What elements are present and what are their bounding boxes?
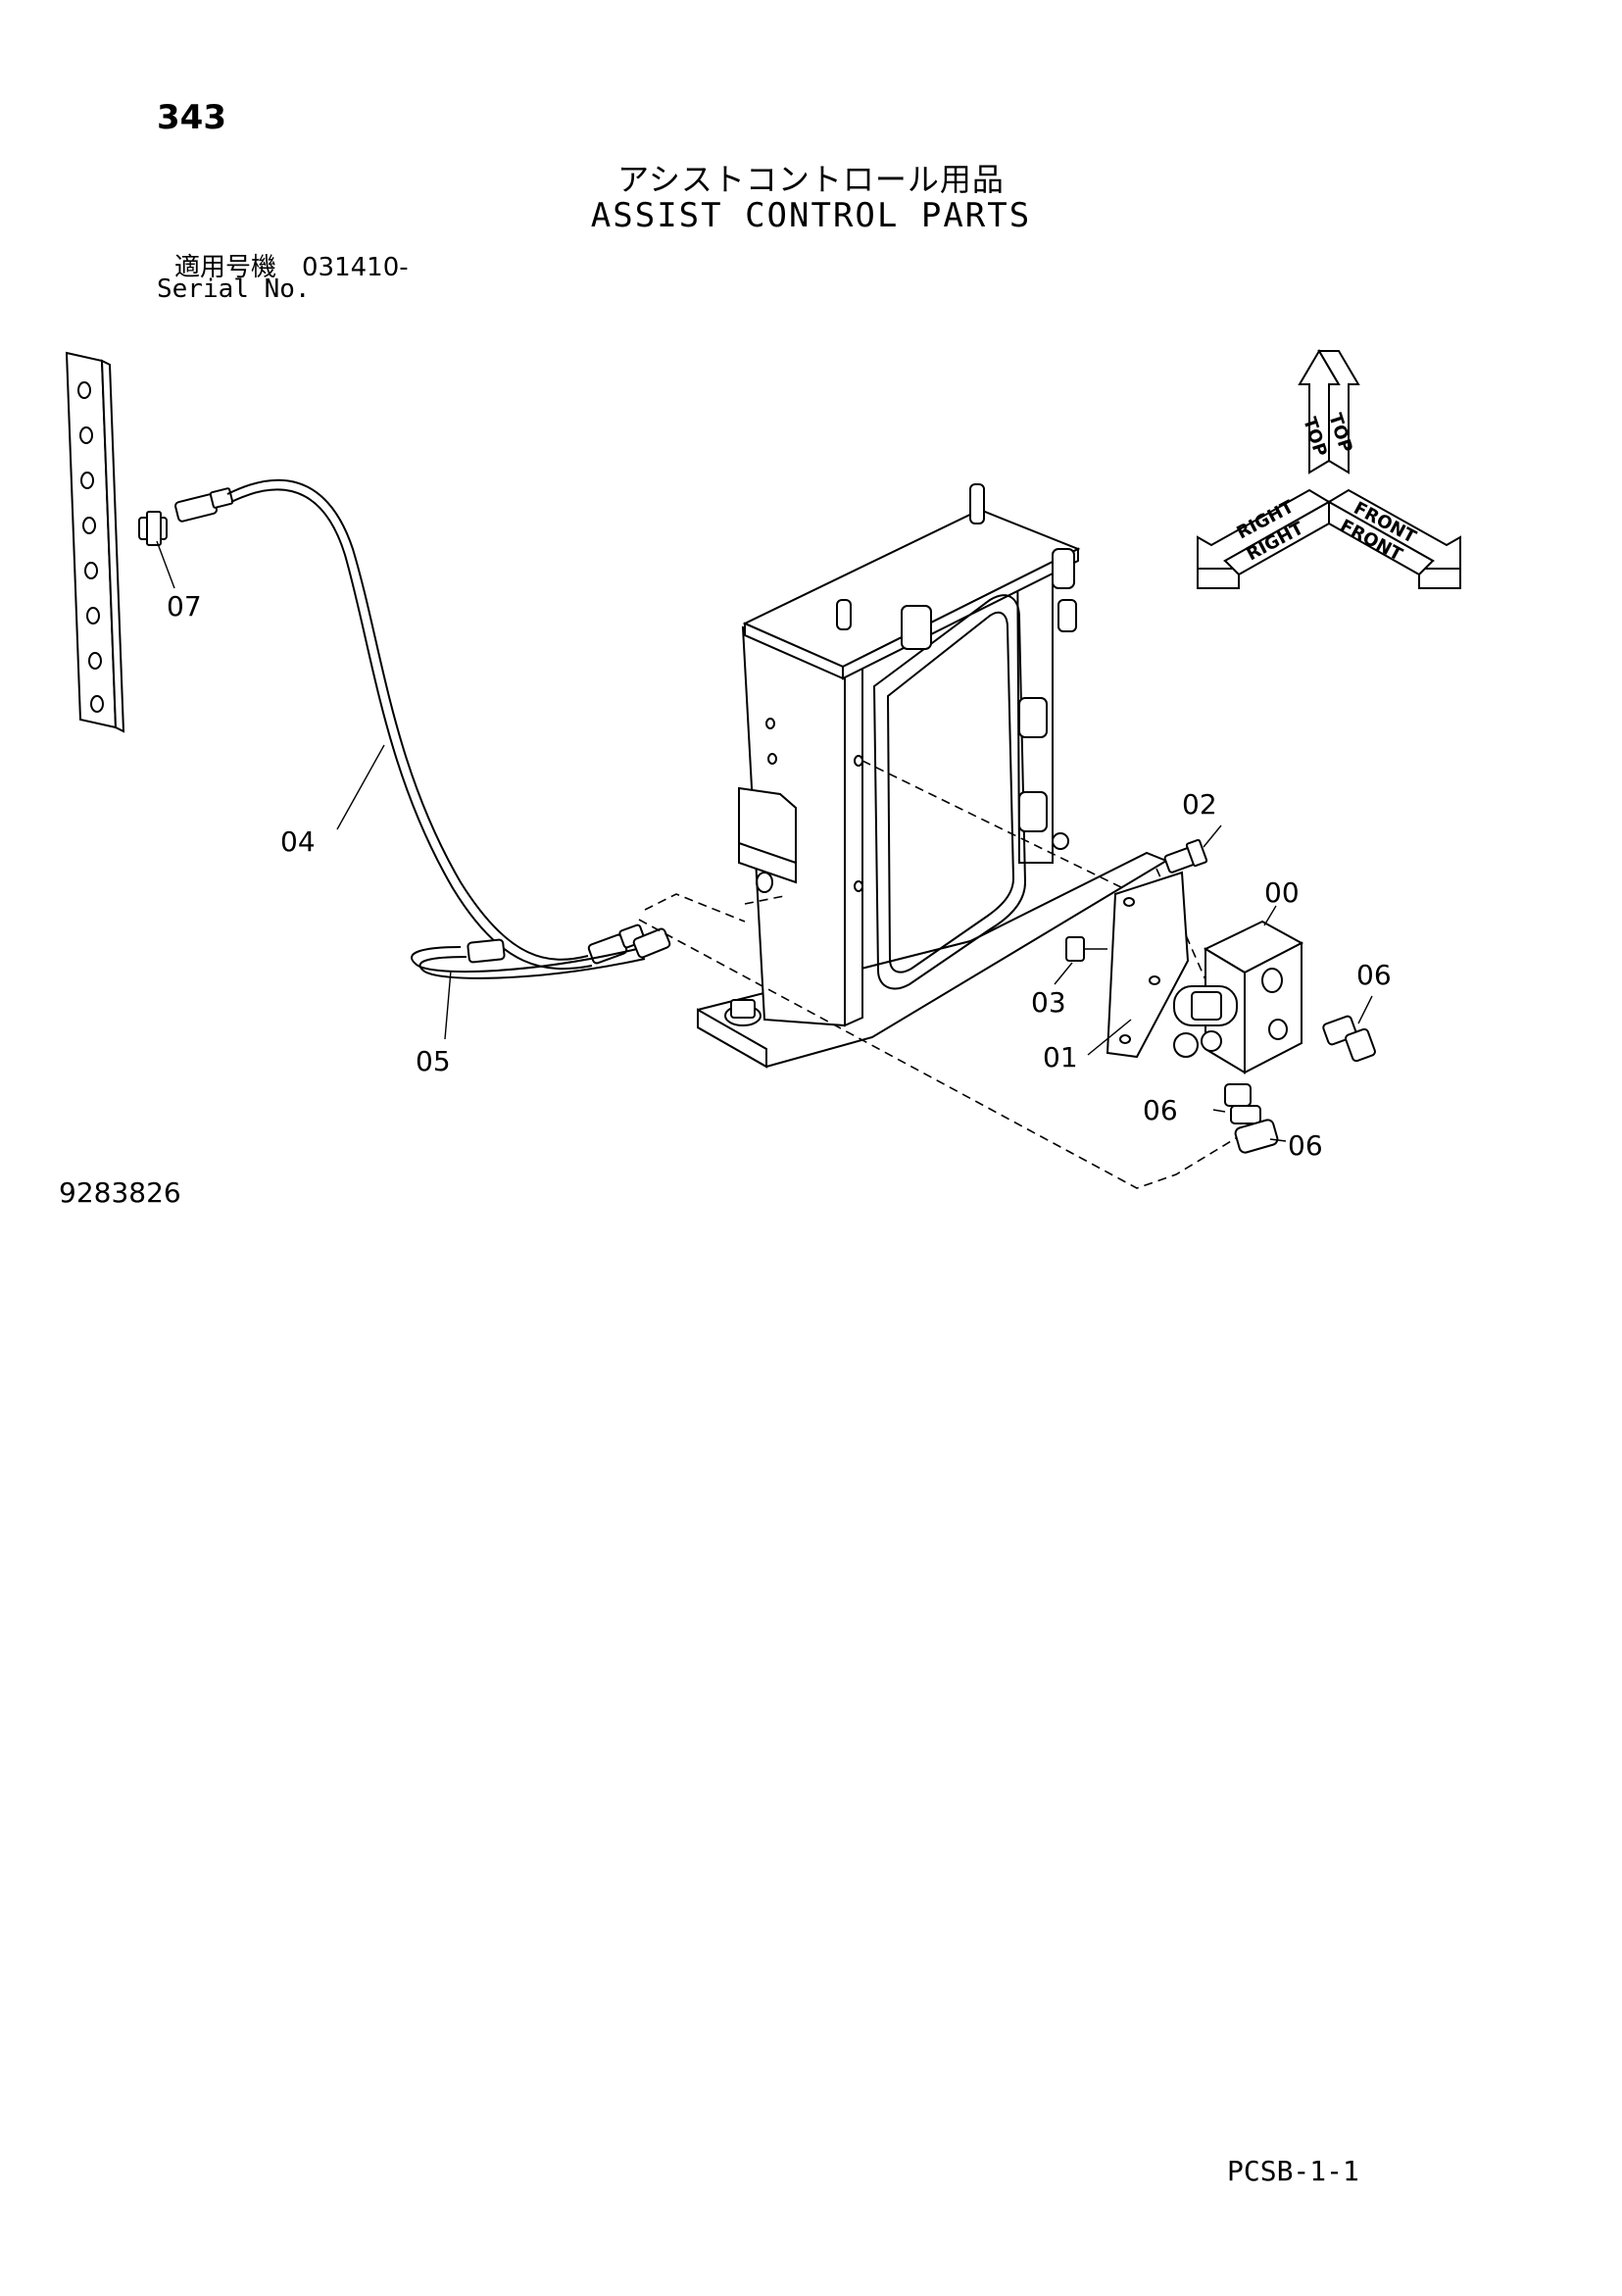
orientation-indicator: TOP TOP RIGHT RIGHT FRONT FRONT (1197, 349, 1461, 589)
hose-04 (174, 478, 646, 971)
callout-02: 02 (1182, 788, 1217, 821)
callout-05: 05 (416, 1045, 451, 1077)
hose-05 (411, 927, 671, 979)
serial-label-english: Serial No. (157, 275, 311, 304)
callout-04: 04 (280, 825, 316, 858)
fitting-06-right (1322, 995, 1376, 1063)
callout-06-lower-right: 06 (1288, 1129, 1323, 1162)
callout-06-lower-left: 06 (1143, 1094, 1178, 1126)
fitting-06-lower-right (1234, 1119, 1287, 1154)
callout-03: 03 (1031, 986, 1066, 1019)
title-english: ASSIST CONTROL PARTS (590, 196, 1032, 235)
fitting-07 (138, 511, 175, 589)
callout-00: 00 (1264, 876, 1300, 909)
serial-label-japanese: 適用号機 031410- (174, 253, 409, 282)
leader-lines (336, 744, 452, 1040)
bracket-01 (1087, 871, 1190, 1059)
callout-06-right: 06 (1356, 959, 1392, 991)
sheet-code: PCSB-1-1 (1227, 2155, 1359, 2187)
support-frame (697, 483, 1169, 1069)
callout-07: 07 (167, 590, 202, 623)
parts-diagram: 07 04 05 02 00 03 01 06 06 06 TOP TOP RI… (65, 349, 1461, 1189)
drawing-number: 9283826 (59, 1176, 181, 1209)
valve-00 (1173, 905, 1304, 1074)
bolt-02 (1163, 824, 1222, 873)
bolt-03 (1054, 936, 1107, 985)
title-japanese: アシストコントロール用品 (617, 161, 1005, 198)
mounting-plate (65, 351, 125, 733)
page-number: 343 (157, 98, 226, 137)
callout-01: 01 (1043, 1041, 1078, 1073)
fitting-06-lower-left (1212, 1083, 1261, 1124)
